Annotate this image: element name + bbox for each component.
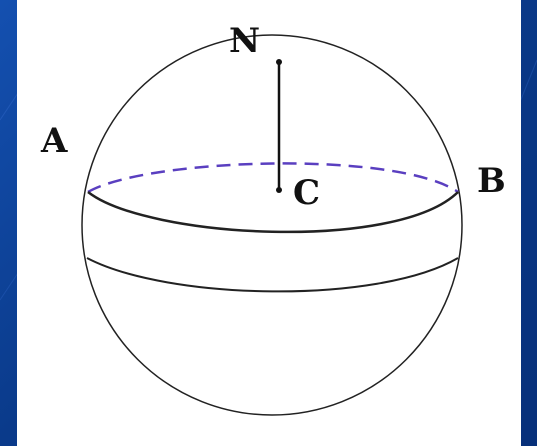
lower-arc: [86, 257, 459, 293]
label-n: N: [229, 21, 260, 61]
figure-panel: N A B C: [17, 0, 521, 446]
sphere-diagram: N A B C: [40, 21, 506, 416]
front-arc-ab: [87, 191, 459, 234]
point-c: [276, 187, 282, 193]
label-c: C: [293, 173, 320, 213]
dashed-back-arc: [87, 162, 459, 194]
label-a: A: [40, 121, 68, 161]
label-b: B: [477, 161, 506, 201]
point-top: [276, 59, 282, 65]
sphere-outline: [81, 34, 463, 416]
